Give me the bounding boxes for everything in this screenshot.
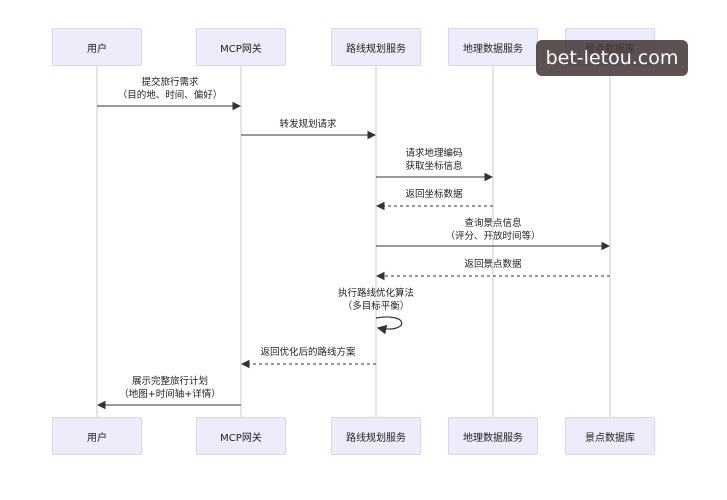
participant-bottom-geo-service: 地理数据服务 xyxy=(448,417,538,455)
participant-label: MCP网关 xyxy=(220,432,262,444)
watermark: bet-letou.com xyxy=(536,40,688,76)
message-label-submit-request: 提交旅行需求（目的地、时间、偏好） xyxy=(117,77,223,101)
participant-bottom-poi-db: 景点数据库 xyxy=(565,417,655,455)
message-label-geocode-request: 请求地理编码获取坐标信息 xyxy=(405,148,463,172)
message-label-query-poi: 查询景点信息（评分、开放时间等） xyxy=(445,218,541,242)
message-label-show-plan: 展示完整旅行计划（地图+时间轴+详情） xyxy=(119,376,221,400)
message-label-forward-request: 转发规划请求 xyxy=(279,119,337,130)
participant-top-mcp-gateway: MCP网关 xyxy=(196,28,286,66)
participant-label: 用户 xyxy=(87,43,107,55)
participant-bottom-mcp-gateway: MCP网关 xyxy=(196,417,286,455)
participant-label: MCP网关 xyxy=(220,43,262,55)
participant-bottom-user: 用户 xyxy=(52,417,142,455)
participant-top-user: 用户 xyxy=(52,28,142,66)
participant-label: 路线规划服务 xyxy=(346,432,406,444)
participant-label: 用户 xyxy=(87,432,107,444)
participant-top-route-service: 路线规划服务 xyxy=(331,28,421,66)
message-label-return-poi: 返回景点数据 xyxy=(464,259,522,270)
message-label-return-coords: 返回坐标数据 xyxy=(405,189,463,200)
message-label-return-route: 返回优化后的路线方案 xyxy=(260,347,356,358)
self-message-arrow xyxy=(375,316,403,335)
participant-top-geo-service: 地理数据服务 xyxy=(448,28,538,66)
participant-label: 景点数据库 xyxy=(585,432,635,444)
participant-label: 地理数据服务 xyxy=(463,432,523,444)
participant-bottom-route-service: 路线规划服务 xyxy=(331,417,421,455)
message-label-optimize: 执行路线优化算法（多目标平衡） xyxy=(337,288,415,312)
participant-label: 地理数据服务 xyxy=(463,43,523,55)
participant-label: 路线规划服务 xyxy=(346,43,406,55)
